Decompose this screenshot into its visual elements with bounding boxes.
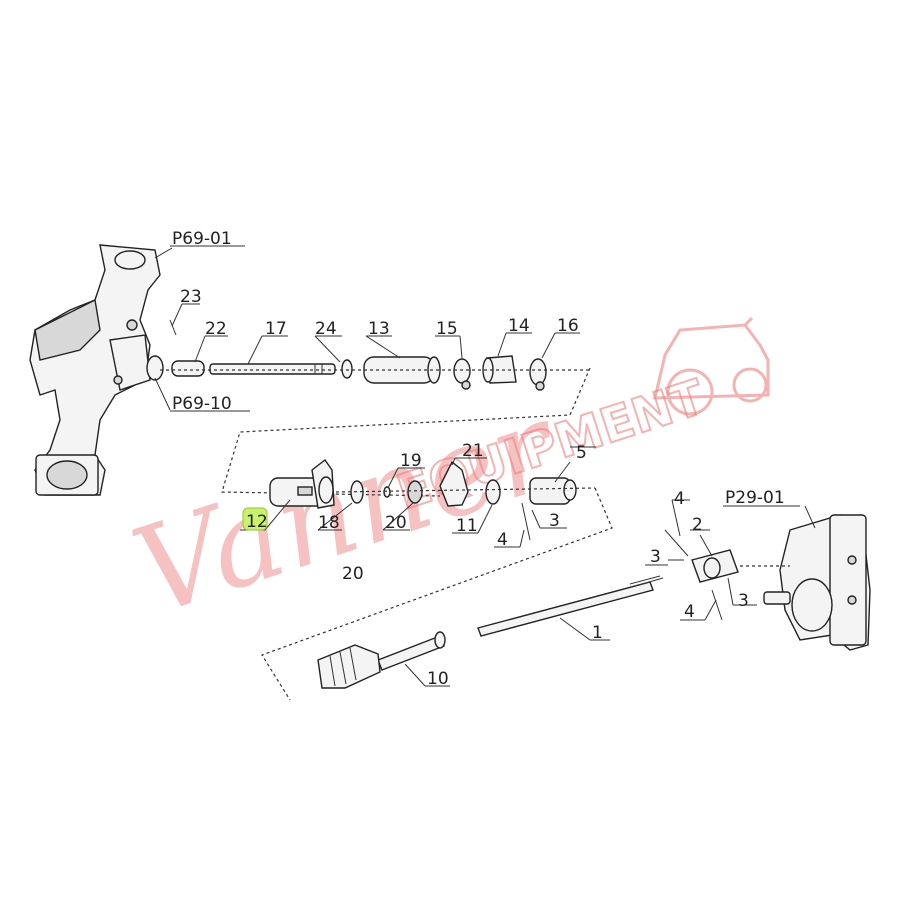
callout-12[interactable]: 12 [246, 512, 268, 532]
callout-3-left[interactable]: 3 [549, 511, 560, 531]
callout-20-lower[interactable]: 20 [342, 564, 364, 584]
leader-lines [154, 245, 816, 687]
callout-4-top[interactable]: 4 [674, 489, 685, 509]
callout-20-upper[interactable]: 20 [385, 513, 407, 533]
upper-parts-row [169, 319, 547, 391]
callout-p69-10[interactable]: P69-10 [172, 394, 232, 414]
callout-labels: P69-01 P69-10 P29-01 23 22 17 24 13 15 1… [172, 229, 785, 689]
tractor-logo-icon [653, 316, 770, 416]
callout-22[interactable]: 22 [205, 319, 227, 339]
callout-11[interactable]: 11 [456, 516, 478, 536]
callout-p29-01[interactable]: P29-01 [725, 488, 785, 508]
callout-17[interactable]: 17 [265, 319, 287, 339]
housing-p29-01 [664, 514, 871, 651]
callout-10[interactable]: 10 [427, 669, 449, 689]
callout-24[interactable]: 24 [315, 319, 337, 339]
axis-line-middle [335, 487, 596, 493]
watermark-script: Vanner [118, 376, 576, 643]
callout-4-left[interactable]: 4 [497, 530, 508, 550]
callout-13[interactable]: 13 [368, 319, 390, 339]
callout-14[interactable]: 14 [508, 316, 530, 336]
callout-23[interactable]: 23 [180, 287, 202, 307]
callout-3-right[interactable]: 3 [738, 591, 749, 611]
lower-parts [317, 575, 664, 689]
callout-2[interactable]: 2 [692, 515, 703, 535]
callout-1[interactable]: 1 [592, 623, 603, 643]
callout-19[interactable]: 19 [400, 451, 422, 471]
highlight-part-12 [242, 507, 268, 531]
callout-16[interactable]: 16 [557, 316, 579, 336]
callout-3-mid[interactable]: 3 [650, 547, 661, 567]
housing-p69-01 [29, 244, 164, 496]
boundary-lower [261, 487, 613, 701]
callout-5[interactable]: 5 [576, 443, 587, 463]
callout-4-bottom[interactable]: 4 [684, 602, 695, 622]
callout-15[interactable]: 15 [436, 319, 458, 339]
callout-18[interactable]: 18 [318, 513, 340, 533]
callout-21[interactable]: 21 [462, 441, 484, 461]
callout-p69-01[interactable]: P69-01 [172, 229, 232, 249]
